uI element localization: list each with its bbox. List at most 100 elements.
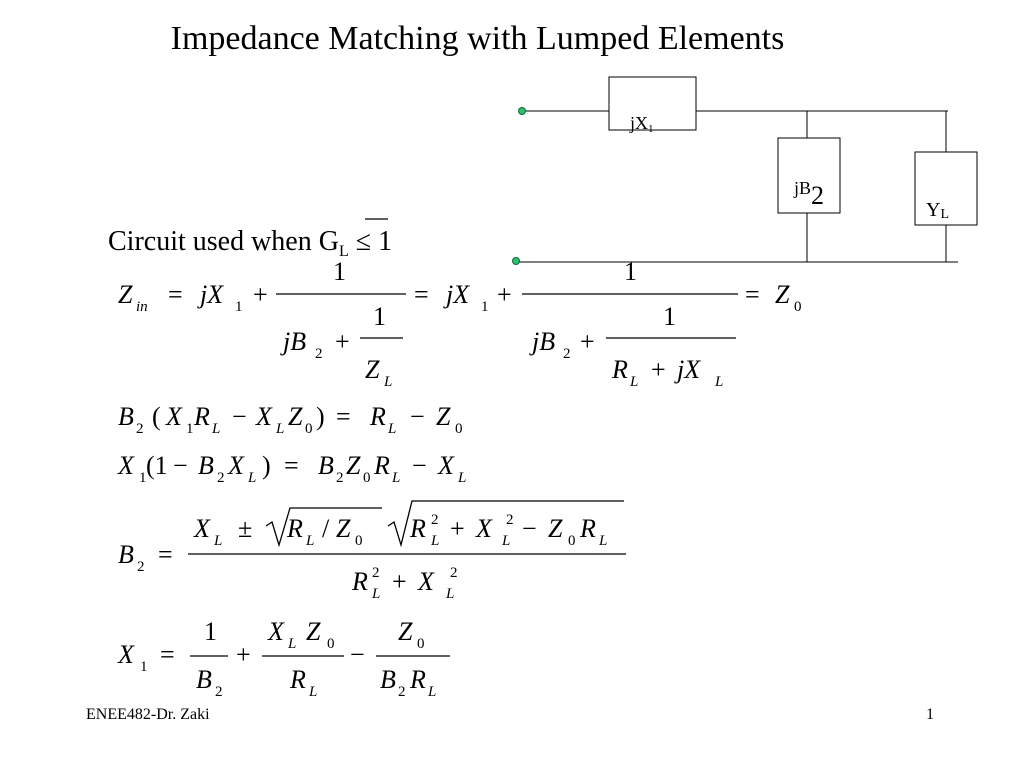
svg-text:X: X: [193, 514, 211, 543]
svg-text:R: R: [369, 402, 386, 431]
svg-text:0: 0: [327, 636, 335, 652]
svg-text:+: +: [236, 640, 251, 669]
svg-text:1: 1: [140, 659, 148, 675]
svg-text:=: =: [284, 451, 299, 480]
svg-text:L: L: [308, 684, 317, 700]
svg-text:Z: Z: [436, 402, 451, 431]
svg-text:−: −: [232, 402, 247, 431]
svg-text:L: L: [430, 533, 439, 549]
svg-text:=: =: [336, 402, 351, 431]
svg-text:0: 0: [363, 470, 371, 486]
svg-text:Z: Z: [336, 514, 351, 543]
svg-text:1: 1: [186, 421, 194, 437]
slide-title: Impedance Matching with Lumped Elements: [170, 20, 785, 57]
svg-text:X: X: [117, 640, 135, 669]
svg-text:=: =: [160, 640, 175, 669]
svg-text:±: ±: [238, 514, 252, 543]
svg-text:(1: (1: [146, 451, 168, 480]
svg-text:+: +: [392, 567, 407, 596]
svg-text:0: 0: [305, 421, 313, 437]
footer-author: ENEE482-Dr. Zaki: [86, 706, 210, 723]
svg-text:=: =: [414, 280, 429, 309]
svg-text:L: L: [247, 470, 256, 486]
svg-text:Z: Z: [775, 280, 790, 309]
svg-text:R: R: [409, 514, 426, 543]
svg-text:2: 2: [336, 470, 344, 486]
svg-text:L: L: [629, 374, 638, 390]
svg-text:+: +: [335, 327, 350, 356]
svg-text:+: +: [651, 355, 666, 384]
svg-text:1: 1: [481, 299, 489, 315]
svg-text:R: R: [351, 567, 368, 596]
svg-text:R: R: [286, 514, 303, 543]
svg-text:2: 2: [563, 346, 571, 362]
svg-text:R: R: [611, 355, 628, 384]
svg-text:jX: jX: [674, 355, 701, 384]
svg-text:R: R: [409, 665, 426, 694]
svg-text:L: L: [287, 636, 296, 652]
svg-text:0: 0: [455, 421, 463, 437]
svg-text:R: R: [193, 402, 210, 431]
svg-text:0: 0: [355, 533, 363, 549]
svg-text:=: =: [745, 280, 760, 309]
svg-text:(: (: [152, 402, 161, 431]
svg-text:1: 1: [139, 470, 147, 486]
svg-text:2: 2: [315, 346, 323, 362]
svg-text:L: L: [213, 533, 222, 549]
svg-text:2: 2: [398, 684, 406, 700]
svg-text:−: −: [522, 514, 537, 543]
svg-text:B: B: [196, 665, 212, 694]
svg-text:−: −: [350, 640, 365, 669]
shunt-element-label: jB2: [793, 178, 824, 210]
svg-text:R: R: [289, 665, 306, 694]
svg-text:B: B: [118, 402, 134, 431]
svg-text:R: R: [373, 451, 390, 480]
condition-text: Circuit used when GL ≤ 1: [108, 226, 392, 260]
svg-text:L: L: [371, 586, 380, 602]
svg-text:2: 2: [137, 559, 145, 575]
svg-text:2: 2: [372, 565, 380, 581]
input-terminal-top: [518, 107, 526, 115]
series-element-label: jX1: [629, 113, 654, 135]
svg-text:0: 0: [417, 636, 425, 652]
svg-text:L: L: [598, 533, 607, 549]
svg-text:L: L: [714, 374, 723, 390]
svg-text:X: X: [227, 451, 245, 480]
svg-text:1: 1: [333, 257, 346, 286]
svg-text:Z: Z: [118, 280, 133, 309]
svg-text:+: +: [580, 327, 595, 356]
svg-text:Z: Z: [398, 617, 413, 646]
svg-text:Z: Z: [346, 451, 361, 480]
svg-text:Z: Z: [288, 402, 303, 431]
svg-text:X: X: [267, 617, 285, 646]
svg-text:X: X: [437, 451, 455, 480]
svg-text:X: X: [417, 567, 435, 596]
svg-text:Z: Z: [548, 514, 563, 543]
input-terminal-bottom: [512, 257, 520, 265]
svg-text:2: 2: [506, 512, 514, 528]
zin-equation: Z in = jX 1 + 1 jB 2 + 1 Z L = jX 1 + 1 …: [118, 257, 802, 390]
svg-text:L: L: [383, 374, 392, 390]
svg-text:L: L: [391, 470, 400, 486]
svg-text:+: +: [497, 280, 512, 309]
svg-text:L: L: [501, 533, 510, 549]
svg-text:Z: Z: [365, 355, 380, 384]
svg-text:L: L: [457, 470, 466, 486]
svg-text:−: −: [410, 402, 425, 431]
svg-text:2: 2: [215, 684, 223, 700]
svg-text:2: 2: [136, 421, 144, 437]
svg-text:jB: jB: [280, 327, 306, 356]
svg-text:1: 1: [204, 617, 217, 646]
svg-text:−: −: [412, 451, 427, 480]
svg-text:jX: jX: [443, 280, 470, 309]
svg-text:L: L: [211, 421, 220, 437]
svg-text:X: X: [255, 402, 273, 431]
svg-text:R: R: [579, 514, 596, 543]
svg-text:X: X: [475, 514, 493, 543]
